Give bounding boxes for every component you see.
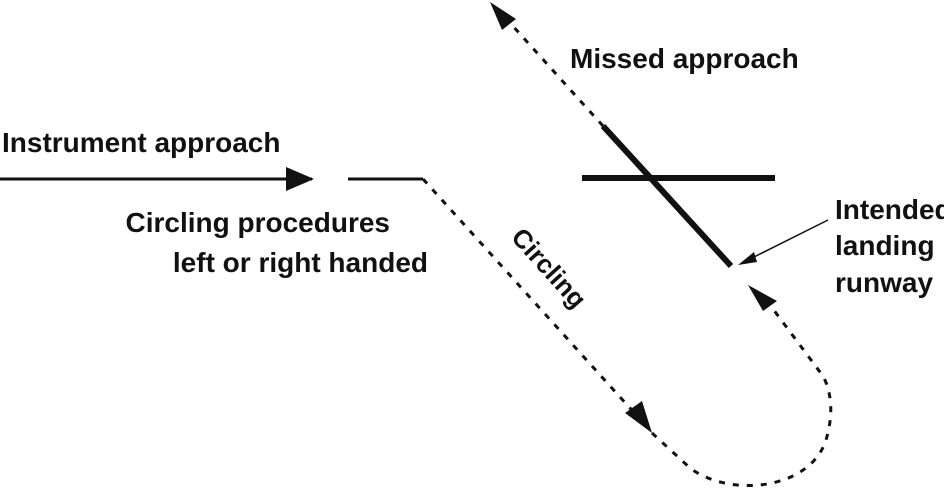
- intended-runway-label-line2: landing: [835, 230, 935, 261]
- final-approach-arrowhead: [748, 285, 777, 311]
- missed-approach-arrowhead: [490, 2, 516, 30]
- runway-pointer-arrowhead: [738, 252, 757, 265]
- circling-arrowhead: [625, 401, 652, 433]
- intended-runway-label-line3: runway: [835, 267, 933, 298]
- intended-runway: [600, 123, 734, 269]
- instrument-approach-label: Instrument approach: [2, 127, 280, 158]
- circling-procedures-label-line2: left or right handed: [173, 247, 428, 278]
- circling-loop-dashed: [650, 304, 833, 487]
- missed-approach-label: Missed approach: [570, 43, 799, 74]
- runway-pointer-line: [743, 219, 829, 263]
- instrument-approach-arrowhead: [286, 167, 314, 191]
- circling-procedures-label-line1: Circling procedures: [125, 207, 390, 238]
- missed-approach-path-dashed: [500, 12, 605, 128]
- circling-label: Circling: [506, 222, 593, 314]
- circling-path-dashed: [421, 177, 650, 430]
- intended-runway-label-line1: Intended: [835, 194, 944, 225]
